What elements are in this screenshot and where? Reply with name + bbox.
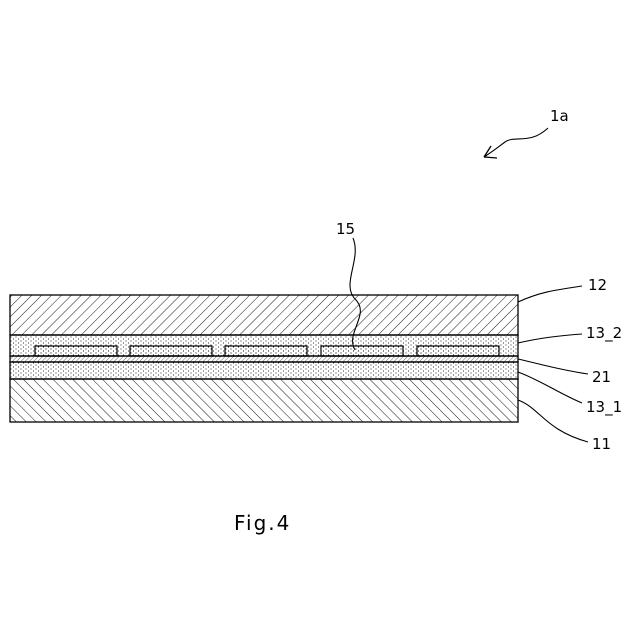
label-1a: 1a [550, 107, 569, 125]
element-15 [35, 346, 117, 356]
leader-13-1 [518, 372, 582, 403]
leader-1a [484, 128, 548, 157]
label-15: 15 [336, 220, 355, 238]
element-15 [225, 346, 307, 356]
element-15 [417, 346, 499, 356]
leader-11 [518, 400, 588, 442]
layer-12 [10, 295, 518, 335]
label-11: 11 [592, 435, 611, 453]
layer-13-1 [10, 362, 518, 379]
figure-caption: Fig.4 [234, 511, 291, 535]
leader-13-2 [518, 334, 582, 343]
label-13-1: 13_1 [586, 398, 622, 417]
elements-15 [35, 346, 499, 356]
label-21: 21 [592, 368, 611, 386]
layer-21 [10, 356, 518, 362]
layer-11 [10, 379, 518, 422]
element-15 [130, 346, 212, 356]
leader-21 [518, 359, 588, 374]
label-13-2: 13_2 [586, 324, 622, 343]
label-12: 12 [588, 276, 607, 294]
leader-12 [518, 286, 582, 302]
element-15 [321, 346, 403, 356]
